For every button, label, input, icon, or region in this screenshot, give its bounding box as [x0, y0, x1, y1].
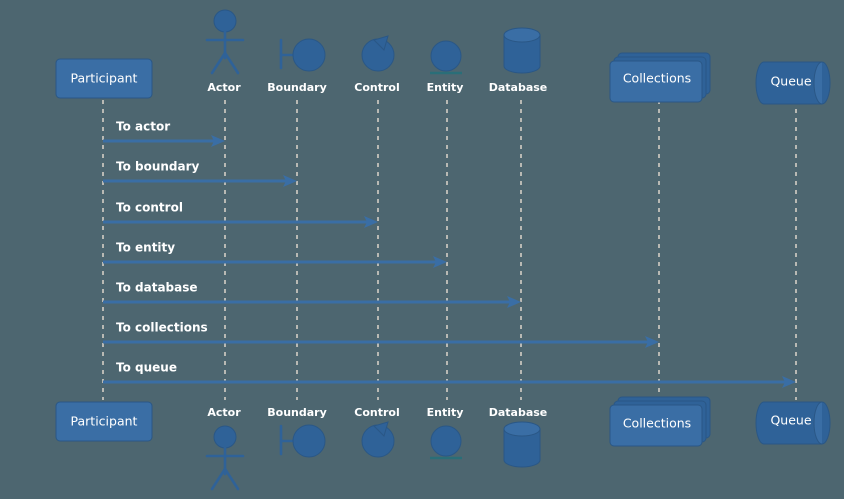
control-footer[interactable]: Control [354, 406, 400, 458]
arrowhead-icon [507, 296, 521, 308]
stick-figure-icon [205, 9, 245, 75]
message-label: To control [116, 201, 183, 215]
message-to-boundary[interactable]: To boundary [103, 160, 297, 188]
stick-figure-icon [205, 425, 245, 491]
participant-header-label: Participant [71, 71, 138, 86]
boundary-header[interactable]: Boundary [267, 38, 327, 94]
message-label: To boundary [116, 160, 200, 174]
entity-header[interactable]: Entity [427, 40, 464, 94]
stacked-box-icon [609, 52, 711, 103]
lifelines-group [102, 100, 797, 400]
message-to-collections[interactable]: To collections [103, 321, 659, 349]
arrowhead-icon [433, 256, 447, 268]
database-footer[interactable]: Database [489, 406, 548, 468]
entity-header-label: Entity [427, 81, 464, 94]
participant-footer-label: Participant [71, 414, 138, 429]
message-label: To queue [116, 361, 177, 375]
entity-footer-label: Entity [427, 406, 464, 419]
queue-header[interactable]: Queue [755, 61, 831, 105]
arrowhead-icon [645, 336, 659, 348]
control-header[interactable]: Control [354, 35, 400, 94]
actor-footer-label: Actor [207, 406, 241, 419]
collections-header-label: Collections [623, 71, 691, 86]
message-label: To collections [116, 321, 208, 335]
arrowhead-icon [364, 216, 378, 228]
arrowhead-icon [211, 135, 225, 147]
rounded-box-icon [55, 401, 153, 442]
entity-icon [430, 425, 462, 460]
boundary-icon [279, 424, 326, 458]
boundary-footer-label: Boundary [267, 406, 327, 419]
queue-footer-label: Queue [770, 413, 811, 428]
database-cylinder-icon [503, 27, 541, 74]
messages-group: To actor To boundary To control To entit… [103, 120, 796, 389]
horizontal-cylinder-icon [755, 401, 831, 445]
actor-footer[interactable]: Actor [205, 406, 245, 491]
message-to-queue[interactable]: To queue [103, 361, 796, 389]
collections-footer-label: Collections [623, 416, 691, 431]
message-label: To actor [116, 120, 170, 134]
database-header-label: Database [489, 81, 548, 94]
message-to-actor[interactable]: To actor [103, 120, 225, 148]
boundary-header-label: Boundary [267, 81, 327, 94]
horizontal-cylinder-icon [755, 61, 831, 105]
control-icon [361, 35, 395, 72]
message-to-control[interactable]: To control [103, 201, 378, 229]
database-cylinder-icon [503, 421, 541, 468]
participant-header[interactable]: Participant [55, 58, 153, 99]
message-to-entity[interactable]: To entity [103, 241, 447, 269]
stacked-box-icon [609, 396, 711, 447]
arrowhead-icon [283, 175, 297, 187]
control-icon [361, 421, 395, 458]
database-header[interactable]: Database [489, 27, 548, 94]
participant-footer[interactable]: Participant [55, 401, 153, 442]
rounded-box-icon [55, 58, 153, 99]
control-footer-label: Control [354, 406, 399, 419]
collections-footer[interactable]: Collections [609, 396, 711, 447]
control-header-label: Control [354, 81, 399, 94]
entity-icon [430, 40, 462, 75]
actor-header[interactable]: Actor [205, 9, 245, 94]
database-footer-label: Database [489, 406, 548, 419]
message-to-database[interactable]: To database [103, 281, 521, 309]
arrowhead-icon [782, 376, 796, 388]
queue-footer[interactable]: Queue [755, 401, 831, 445]
collections-header[interactable]: Collections [609, 52, 711, 103]
boundary-footer[interactable]: Boundary [267, 406, 327, 458]
boundary-icon [279, 38, 326, 72]
message-label: To entity [116, 241, 175, 255]
queue-header-label: Queue [770, 74, 811, 89]
entity-footer[interactable]: Entity [427, 406, 464, 460]
actor-header-label: Actor [207, 81, 241, 94]
message-label: To database [116, 281, 198, 295]
